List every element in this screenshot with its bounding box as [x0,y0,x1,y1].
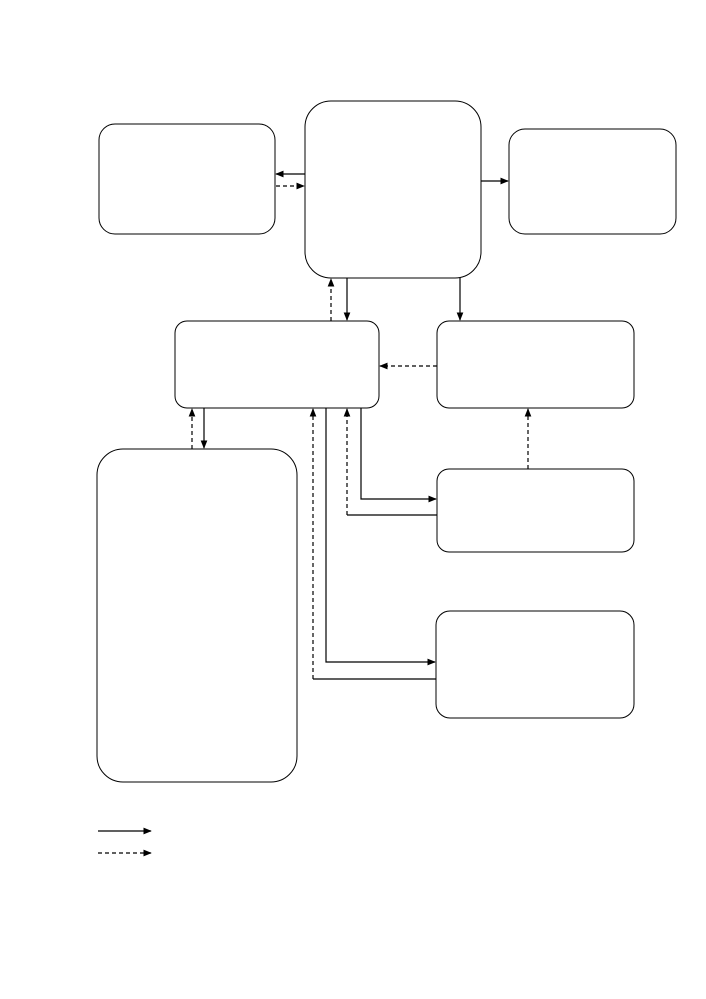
box-top-center [304,100,482,279]
box-bottom-left-tall [96,448,298,783]
box-middle-right [436,320,635,409]
legend [98,827,152,857]
box-middle-left [174,320,380,409]
box-top-left [98,123,276,235]
box-lower-right-2 [435,610,635,719]
box-top-right [508,128,677,235]
edge-middleleft-to-lowerright1 [360,408,437,503]
box-lower-right-1 [436,468,635,553]
edge-middleleft-to-lowerright2 [325,408,436,666]
